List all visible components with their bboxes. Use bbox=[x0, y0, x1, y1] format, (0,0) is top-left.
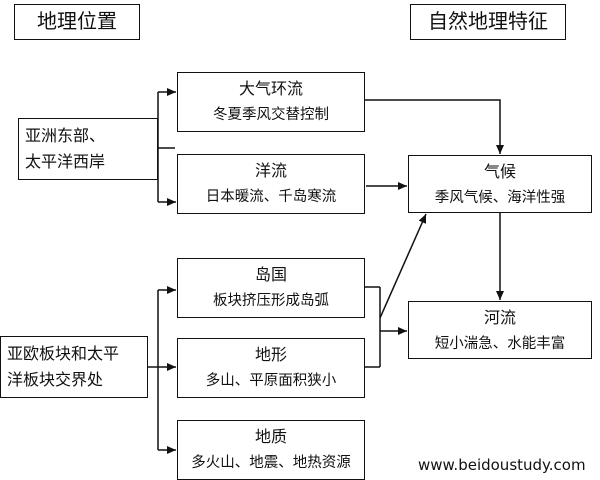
factor-geology-detail: 多火山、地震、地热资源 bbox=[191, 455, 351, 471]
watermark-url: www.beidoustudy.com bbox=[418, 456, 586, 474]
header-location: 地理位置 bbox=[14, 4, 140, 40]
feature-climate-title: 气候 bbox=[483, 162, 516, 181]
source-asia-east: 亚洲东部、 太平洋西岸 bbox=[18, 118, 158, 180]
factor-currents-title: 洋流 bbox=[254, 161, 287, 180]
factor-circulation-title: 大气环流 bbox=[238, 79, 303, 98]
header-features: 自然地理特征 bbox=[410, 4, 566, 40]
feature-rivers: 河流 短小湍急、水能丰富 bbox=[408, 301, 592, 359]
factor-island-title: 岛国 bbox=[254, 265, 287, 284]
source-asia-east-line1: 亚洲东部、 bbox=[25, 126, 106, 145]
source-asia-east-line2: 太平洋西岸 bbox=[25, 152, 106, 171]
factor-geology-title: 地质 bbox=[254, 427, 287, 446]
arrow-to-climate-from-landform bbox=[379, 213, 427, 319]
header-features-label: 自然地理特征 bbox=[428, 9, 548, 33]
factor-terrain-title: 地形 bbox=[254, 345, 287, 364]
factor-geology: 地质 多火山、地震、地热资源 bbox=[177, 420, 365, 480]
factor-currents-detail: 日本暖流、千岛寒流 bbox=[205, 189, 337, 205]
arrow-circulation-to-climate bbox=[365, 99, 504, 154]
header-location-label: 地理位置 bbox=[37, 9, 117, 33]
factor-terrain: 地形 多山、平原面积狭小 bbox=[177, 338, 365, 398]
feature-rivers-title: 河流 bbox=[483, 308, 516, 327]
factor-circulation-detail: 冬夏季风交替控制 bbox=[213, 107, 329, 123]
factor-island-detail: 板块挤压形成岛弧 bbox=[213, 293, 329, 309]
factor-island: 岛国 板块挤压形成岛弧 bbox=[177, 258, 365, 318]
source-plates-line1: 亚欧板块和太平 bbox=[7, 344, 120, 363]
factor-currents: 洋流 日本暖流、千岛寒流 bbox=[177, 154, 365, 214]
feature-climate: 气候 季风气候、海洋性强 bbox=[408, 155, 592, 213]
feature-rivers-detail: 短小湍急、水能丰富 bbox=[434, 336, 566, 352]
factor-terrain-detail: 多山、平原面积狭小 bbox=[205, 373, 337, 389]
source-plates-line2: 洋板块交界处 bbox=[7, 370, 104, 389]
factor-circulation: 大气环流 冬夏季风交替控制 bbox=[177, 72, 365, 132]
source-plates: 亚欧板块和太平 洋板块交界处 bbox=[0, 336, 148, 398]
feature-climate-detail: 季风气候、海洋性强 bbox=[434, 190, 566, 206]
